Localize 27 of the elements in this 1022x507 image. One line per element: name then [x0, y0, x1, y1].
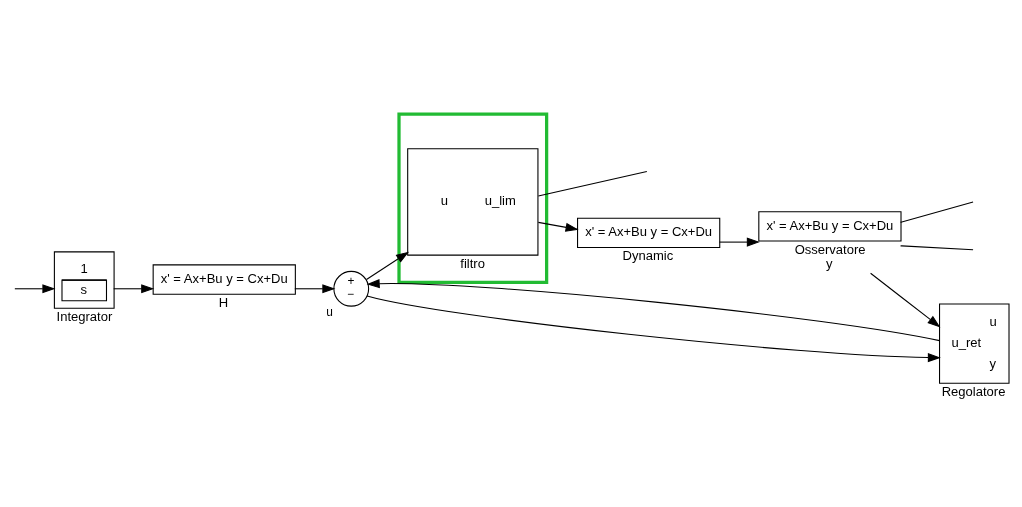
node-label: Dynamic — [622, 248, 673, 264]
node-label: y — [825, 255, 833, 271]
node-label: Osservatore — [794, 241, 866, 257]
node-label: Regolatore — [941, 383, 1005, 399]
node-box: x' = Ax+Bu y = Cx+Du — [576, 217, 720, 249]
node-label: filtro — [459, 255, 485, 271]
arrow — [13, 284, 55, 294]
connector — [899, 201, 974, 223]
arrow — [366, 295, 941, 363]
node-box: 1 s — [53, 251, 115, 309]
arrow — [718, 237, 760, 247]
node-label: u — [325, 304, 333, 319]
node-box: u u_ret y — [938, 303, 1010, 384]
arrow — [112, 284, 154, 294]
connector — [899, 245, 974, 251]
node-label: Integrator — [56, 308, 112, 324]
arrow — [366, 279, 940, 342]
arrow — [365, 251, 409, 281]
node-box: x' = Ax+Bu y = Cx+Du — [757, 211, 902, 242]
node-box: x' = Ax+Bu y = Cx+Du — [152, 264, 296, 295]
arrow — [869, 272, 940, 328]
node-label: H — [218, 294, 228, 310]
node-circle: + − — [332, 270, 369, 307]
arrow — [293, 284, 335, 294]
node-box: u u_lim — [406, 148, 538, 256]
arrow — [537, 221, 579, 232]
connector — [537, 171, 647, 197]
